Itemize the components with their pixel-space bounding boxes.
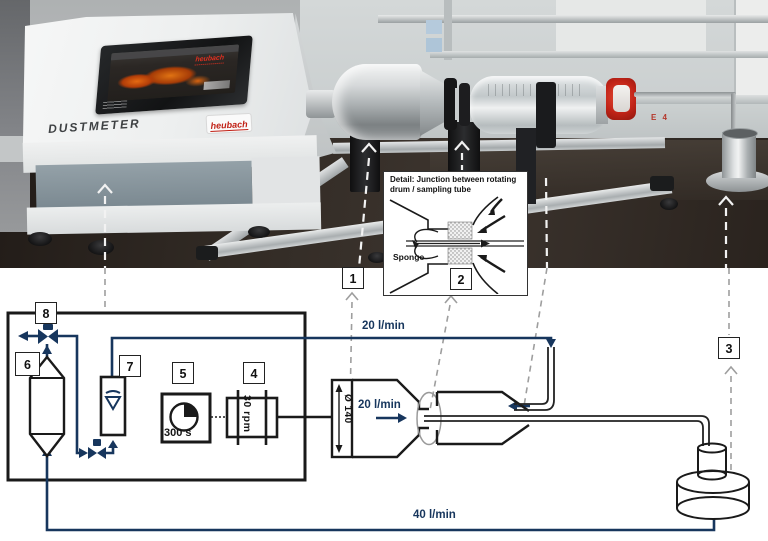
sponge-label: Sponge (393, 252, 425, 262)
timer-value-label: 300 s (164, 427, 192, 439)
bottle-neck (596, 86, 608, 124)
filter-icon (28, 355, 66, 458)
sampling-tube-photo (634, 92, 736, 97)
machine-foot (28, 232, 52, 246)
drive-hub (306, 90, 336, 118)
control-valve-icon (88, 447, 97, 459)
drum-speed-label: 30 rpm (241, 395, 253, 433)
bottle-outline (435, 390, 530, 446)
frame-foot (660, 198, 678, 210)
flow-rate-drum-label: 20 l/min (358, 399, 401, 411)
marker-4-motor: 4 (243, 362, 265, 384)
machine-foot (88, 240, 114, 255)
inset-title-line2: drum / sampling tube (390, 185, 471, 194)
frame-corner-cap (196, 246, 218, 260)
marker-3-concentration: 3 (718, 337, 740, 359)
sponge-lower (447, 247, 473, 265)
flowmeter-icon (99, 375, 127, 437)
hood-rail (378, 15, 768, 23)
marker-1-drum: 1 (342, 267, 364, 289)
inset-drawing (389, 196, 524, 294)
flow-rate-bottom-label: 40 l/min (413, 509, 456, 521)
flow-rate-top-label: 20 l/min (362, 320, 405, 332)
collection-cylinder (722, 132, 756, 178)
cylinder-opening (722, 128, 758, 139)
bench-marking-label: E 4 (651, 113, 670, 122)
detail-inset: Detail: Junction between rotating drum /… (383, 171, 528, 296)
blue-note (426, 38, 442, 52)
rotation-arrows (414, 228, 439, 260)
marker-6-filter: 6 (15, 352, 40, 376)
marker-7-flowmeter: 7 (119, 355, 141, 377)
junction-ellipse (416, 391, 442, 446)
enclosure-outline (6, 311, 307, 482)
blue-note (426, 20, 442, 34)
flow-arrows-valves (18, 324, 556, 459)
marker-8-valve: 8 (35, 302, 57, 324)
wall-panel (556, 0, 706, 52)
sponge-upper (447, 221, 473, 240)
bottle-strap (536, 82, 556, 148)
frame-corner-cap (650, 176, 674, 191)
junction-clamp-ring (444, 78, 457, 130)
marker-5-timer: 5 (172, 362, 194, 384)
hood-rail (430, 51, 768, 58)
bench-edge (0, 136, 26, 162)
inset-tube (406, 240, 524, 247)
tube-lines (424, 347, 710, 446)
photo-dashed-links (97, 140, 734, 269)
timer-icon (160, 392, 226, 444)
frame-foot (368, 252, 386, 263)
hood-frame-bar (444, 0, 452, 60)
junction-spacer (455, 88, 461, 120)
cap-center (613, 85, 630, 112)
marker-2-junction: 2 (450, 268, 472, 290)
valve-8-icon (38, 329, 48, 344)
rotating-drum (332, 64, 422, 140)
machine-foot (248, 226, 270, 238)
junction-clamp-ring (459, 83, 470, 126)
sampling-tube-bend (731, 93, 736, 137)
motor-icon (225, 390, 332, 445)
concentration-pot-outline (676, 442, 750, 520)
drum-diameter-label: Ø 140 (342, 394, 353, 424)
inset-title-line1: Detail: Junction between rotating (390, 175, 517, 184)
